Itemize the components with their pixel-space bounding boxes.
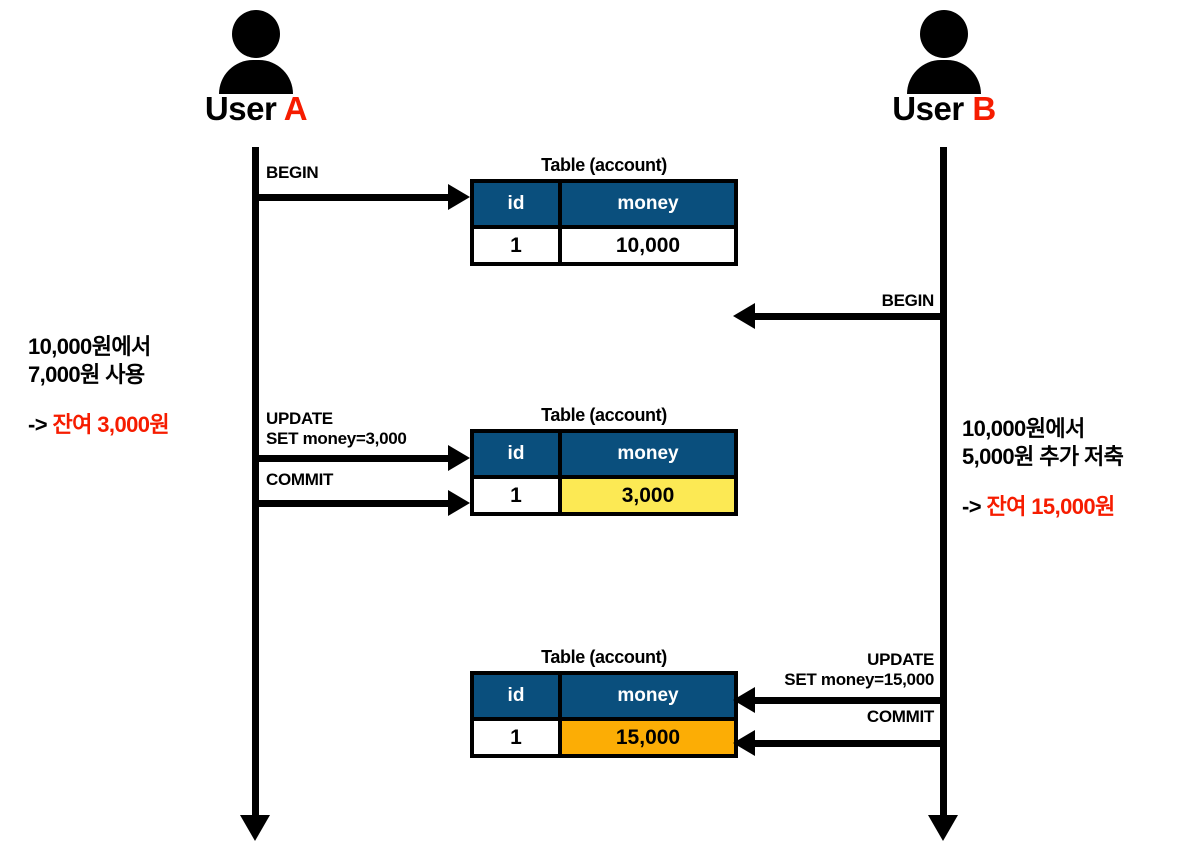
message-label-a-begin: BEGIN (266, 163, 319, 182)
message-label-a-commit: COMMIT (266, 470, 334, 489)
person-body-icon (907, 60, 981, 94)
table-2-cell-id: 1 (470, 475, 562, 516)
note-left-arrow: -> (28, 412, 48, 438)
actor-user-a-label: User A (196, 92, 316, 125)
table-1-grid: id money 1 10,000 (470, 179, 738, 266)
message-arrowhead-b-commit (733, 730, 755, 756)
table-2-grid: id money 1 3,000 (470, 429, 738, 516)
message-label-a-update-line2: SET money=3,000 (266, 428, 407, 448)
table-1-cell-money: 10,000 (558, 225, 738, 266)
lifeline-user-a (252, 147, 259, 820)
actor-user-b: User B (884, 8, 1004, 125)
table-1-header-id: id (470, 179, 562, 229)
note-left-line1: 10,000원에서 (28, 334, 151, 359)
actor-user-a: User A (196, 8, 316, 125)
table-1-caption: Table (account) (541, 155, 667, 175)
actor-user-b-label-text: User (892, 90, 964, 127)
lifeline-user-b-arrowhead (928, 815, 958, 841)
note-left-result: 잔여 3,000원 (52, 412, 170, 438)
person-head-icon (232, 10, 280, 58)
message-line-b-commit (752, 740, 944, 747)
table-header-row: id money (470, 429, 738, 479)
note-left-result-line: -> 잔여 3,000원 (28, 411, 170, 439)
message-label-b-update: UPDATE SET money=15,000 (714, 650, 934, 689)
note-right: 10,000원에서 5,000원 추가 저축 -> 잔여 15,000원 (962, 415, 1124, 521)
message-label-a-update: UPDATE SET money=3,000 (266, 409, 407, 448)
table-3-grid: id money 1 15,000 (470, 671, 738, 758)
message-arrowhead-b-update (733, 687, 755, 713)
table-3-cell-money: 15,000 (558, 717, 738, 758)
message-label-b-update-line2: SET money=15,000 (784, 669, 934, 689)
message-line-b-begin (752, 313, 944, 320)
table-3-header-id: id (470, 671, 562, 721)
table-3-header-money: money (558, 671, 738, 721)
table-3: Table (account) id money 1 15,000 (470, 648, 738, 758)
table-1-cell-id: 1 (470, 225, 562, 266)
lifeline-user-a-arrowhead (240, 815, 270, 841)
note-left: 10,000원에서 7,000원 사용 -> 잔여 3,000원 (28, 333, 170, 439)
table-row: 1 15,000 (470, 717, 738, 758)
table-2-header-id: id (470, 429, 562, 479)
table-2-header-money: money (558, 429, 738, 479)
message-line-a-update (256, 455, 451, 462)
note-left-line2: 7,000원 사용 (28, 362, 145, 388)
actor-user-b-label-accent: B (972, 90, 996, 127)
lifeline-user-b (940, 147, 947, 820)
message-label-b-begin: BEGIN (881, 291, 935, 310)
table-3-cell-id: 1 (470, 717, 562, 758)
actor-user-a-label-accent: A (283, 90, 308, 127)
message-arrowhead-b-begin (733, 303, 755, 329)
message-label-b-update-line1: UPDATE (867, 650, 934, 669)
table-header-row: id money (470, 671, 738, 721)
table-2-cell-money: 3,000 (558, 475, 738, 516)
table-2-caption: Table (account) (541, 405, 667, 425)
message-label-a-update-line1: UPDATE (266, 409, 333, 428)
table-row: 1 10,000 (470, 225, 738, 266)
table-row: 1 3,000 (470, 475, 738, 516)
message-label-b-commit: COMMIT (866, 707, 934, 726)
actor-user-a-label-text: User (204, 90, 277, 127)
person-icon (907, 8, 981, 94)
note-right-line2: 5,000원 추가 저축 (962, 444, 1124, 470)
message-arrowhead-a-update (448, 445, 470, 471)
table-1-header-money: money (558, 179, 738, 229)
person-icon (219, 8, 293, 94)
table-2: Table (account) id money 1 3,000 (470, 406, 738, 516)
table-header-row: id money (470, 179, 738, 229)
note-right-line1: 10,000원에서 (962, 416, 1085, 441)
table-1: Table (account) id money 1 10,000 (470, 156, 738, 266)
message-line-a-commit (256, 500, 451, 507)
note-right-arrow: -> (962, 494, 982, 520)
message-arrowhead-a-begin (448, 184, 470, 210)
message-arrowhead-a-commit (448, 490, 470, 516)
message-line-a-begin (256, 194, 451, 201)
message-line-b-update (752, 697, 944, 704)
note-right-result-line: -> 잔여 15,000원 (962, 493, 1123, 521)
table-3-caption: Table (account) (541, 647, 667, 667)
person-body-icon (219, 60, 293, 94)
note-right-result: 잔여 15,000원 (986, 494, 1116, 520)
person-head-icon (920, 10, 968, 58)
actor-user-b-label: User B (884, 92, 1004, 125)
